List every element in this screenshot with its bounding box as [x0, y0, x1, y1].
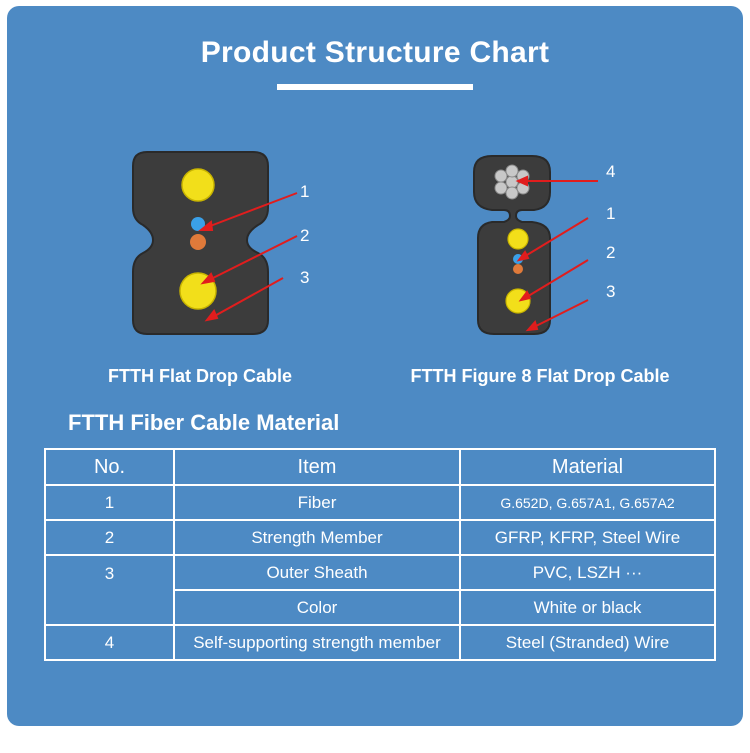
table-row: 4 Self-supporting strength member Steel …: [44, 624, 716, 661]
table-row: Color White or black: [45, 589, 716, 626]
pointer-2-head: [200, 272, 216, 285]
pointer-1: [204, 192, 298, 229]
pointer-1-head: [516, 250, 530, 262]
strength-member-top: [507, 228, 529, 250]
cell-item: Outer Sheath: [173, 554, 461, 591]
callout-2: 2: [300, 226, 309, 245]
cell-no: 4: [44, 624, 175, 661]
cell-material: GFRP, KFRP, Steel Wire: [459, 519, 716, 556]
pointer-3-head: [525, 319, 539, 332]
pointer-2-head: [518, 290, 532, 302]
title-underline: [277, 84, 473, 90]
cell-item: Strength Member: [173, 519, 461, 556]
cell-no: 1: [44, 484, 175, 521]
pointer-1-head: [198, 220, 214, 231]
callout-3: 3: [606, 282, 615, 301]
material-section-title: FTTH Fiber Cable Material: [68, 410, 340, 435]
cell-material: PVC, LSZH ···: [459, 554, 716, 591]
cell-material: G.652D, G.657A1, G.657A2: [459, 484, 716, 521]
callout-2: 2: [606, 243, 615, 262]
fiber-core: [191, 217, 205, 231]
callout-3: 3: [300, 268, 309, 287]
header-item: Item: [173, 448, 461, 486]
header-no: No.: [44, 448, 175, 486]
pointer-2: [524, 259, 589, 299]
table-row: 2 Strength Member GFRP, KFRP, Steel Wire: [44, 519, 716, 556]
callout-1: 1: [300, 182, 309, 201]
fiber-buffer: [513, 264, 523, 274]
pointer-3: [210, 277, 284, 319]
page-title: Product Structure Chart: [200, 36, 550, 69]
figure-8-cable-caption: FTTH Figure 8 Flat Drop Cable: [410, 366, 670, 386]
callout-1: 1: [606, 204, 615, 223]
header-material: Material: [459, 448, 716, 486]
table-row: 1 Fiber G.652D, G.657A1, G.657A2: [44, 484, 716, 521]
pointer-3-head: [204, 309, 219, 322]
pointer-4-head: [515, 175, 528, 187]
pointer-3: [531, 299, 589, 329]
cell-no: 2: [44, 519, 175, 556]
pointer-2: [206, 235, 298, 282]
figure-8-cable-diagram: 4 1 2 3: [473, 155, 615, 335]
cell-material: White or black: [459, 589, 716, 626]
fiber-buffer: [190, 234, 206, 250]
flat-drop-cable-diagram: 1 2 3: [132, 151, 309, 335]
callout-4: 4: [606, 162, 615, 181]
cell-item: Color: [173, 589, 461, 626]
cell-item: Self-supporting strength member: [173, 624, 461, 661]
table-row: 3 Outer Sheath PVC, LSZH ···: [44, 554, 716, 626]
strength-member-top: [181, 168, 215, 202]
cell-no: 3: [44, 554, 175, 626]
material-table: No. Item Material 1 Fiber G.652D, G.657A…: [44, 448, 716, 661]
cell-material: Steel (Stranded) Wire: [459, 624, 716, 661]
table-header-row: No. Item Material: [44, 448, 716, 486]
cell-item: Fiber: [173, 484, 461, 521]
flat-drop-cable-caption: FTTH Flat Drop Cable: [108, 366, 292, 386]
pointer-1: [521, 217, 589, 259]
